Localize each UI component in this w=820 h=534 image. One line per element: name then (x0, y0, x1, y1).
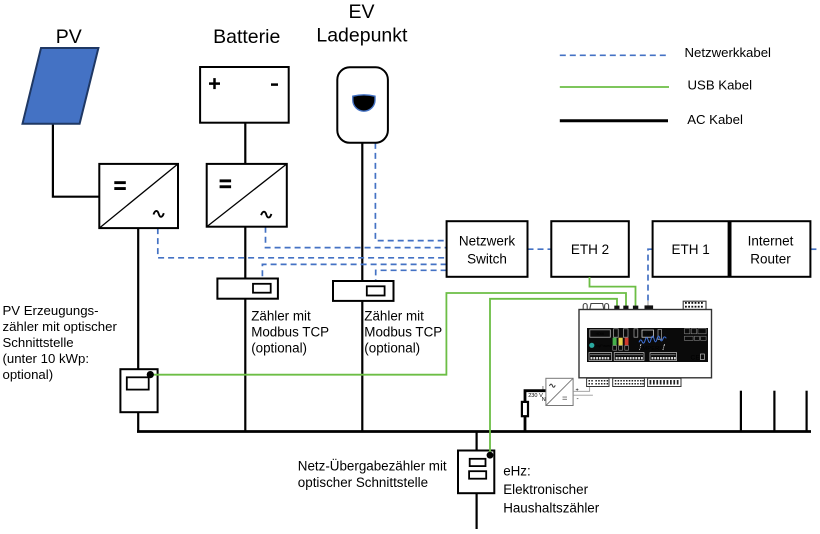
svg-text:USB Kabel: USB Kabel (688, 78, 753, 93)
svg-text:Netzwerk: Netzwerk (459, 234, 516, 249)
svg-text:Netzwerkkabel: Netzwerkkabel (685, 45, 772, 60)
svg-text:Modbus TCP: Modbus TCP (251, 325, 329, 340)
svg-text:Elektronischer: Elektronischer (503, 482, 588, 497)
svg-text:(unter 10 kWp:: (unter 10 kWp: (3, 351, 90, 366)
svg-text:ETH 2: ETH 2 (571, 242, 609, 257)
svg-text:CE: CE (691, 355, 701, 362)
svg-text:ETH 1: ETH 1 (671, 242, 709, 257)
svg-text:Netz-Übergabezähler mit: Netz-Übergabezähler mit (298, 458, 447, 473)
svg-text:myPowerGrid: myPowerGrid (596, 344, 618, 348)
svg-text:+: + (576, 388, 579, 394)
svg-text:Zähler mit: Zähler mit (364, 309, 424, 324)
svg-text:AMPERIX: AMPERIX (639, 346, 666, 352)
svg-text:Modbus TCP: Modbus TCP (364, 325, 442, 340)
svg-text:eHz:: eHz: (503, 464, 531, 479)
svg-text:Internet: Internet (748, 234, 794, 249)
svg-text:230 V: 230 V (528, 393, 543, 399)
svg-text:Router: Router (750, 252, 791, 267)
svg-text:L: L (542, 386, 545, 392)
svg-text:AC Kabel: AC Kabel (687, 112, 743, 127)
svg-text:-: - (577, 396, 579, 403)
svg-text:Schnittstelle: Schnittstelle (3, 335, 74, 350)
svg-text:LAN: LAN (644, 332, 651, 336)
svg-text:(optional): (optional) (364, 341, 420, 356)
svg-text:Batterie: Batterie (213, 26, 280, 48)
svg-text:optischer Schnittstelle: optischer Schnittstelle (298, 475, 428, 490)
svg-text:(optional): (optional) (251, 341, 307, 356)
svg-text:PV: PV (56, 26, 82, 48)
svg-text:Ladepunkt: Ladepunkt (316, 25, 408, 47)
svg-text:optional): optional) (3, 367, 54, 382)
svg-text:Switch: Switch (467, 252, 507, 267)
svg-text:zähler mit optischer: zähler mit optischer (3, 319, 118, 334)
svg-text:N: N (542, 397, 546, 403)
svg-text:EV: EV (348, 1, 374, 23)
svg-text:Zähler mit: Zähler mit (251, 309, 311, 324)
svg-text:Haushaltszähler: Haushaltszähler (503, 501, 600, 516)
svg-text:HDMI: HDMI (596, 332, 605, 336)
svg-text:PV Erzeugungs-: PV Erzeugungs- (3, 303, 99, 318)
